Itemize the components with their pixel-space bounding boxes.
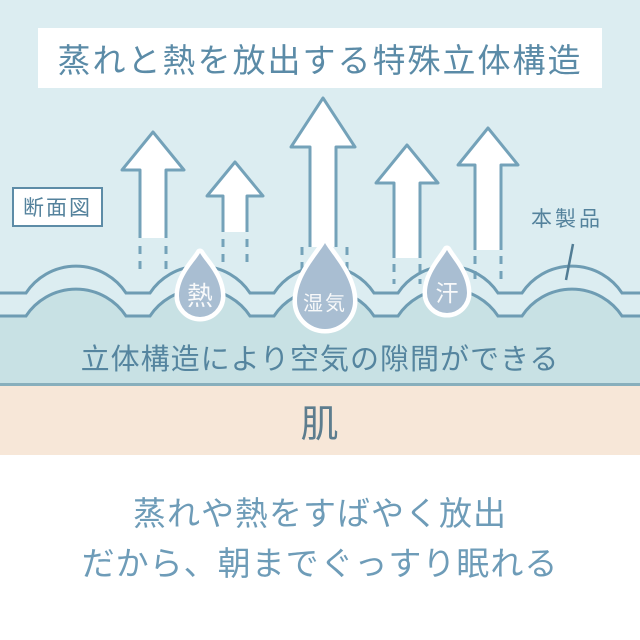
steam-arrow — [289, 96, 357, 270]
skin-band: 肌 — [0, 386, 640, 455]
sweat-droplet-label: 汗 — [436, 281, 459, 306]
steam-arrows — [120, 96, 520, 284]
skin-label: 肌 — [300, 404, 340, 446]
air-layer-fill — [0, 289, 640, 385]
bottom-caption: 蒸れや熱をすばやく放出 だから、朝までぐっすり眠れる — [0, 490, 640, 590]
moisture-droplet: 湿気 — [292, 238, 358, 334]
cross-section-diagram: 熱 湿気 汗 — [0, 96, 640, 385]
air-gap-text: 立体構造により空気の隙間ができる — [80, 344, 560, 376]
title-box: 蒸れと熱を放出する特殊立体構造 — [38, 28, 602, 88]
caption-line-2: だから、朝までぐっすり眠れる — [81, 547, 559, 583]
moisture-droplet-label: 湿気 — [303, 292, 347, 315]
sweat-droplet: 汗 — [422, 245, 472, 318]
caption-line-1: 蒸れや熱をすばやく放出 — [133, 497, 507, 533]
page-title: 蒸れと熱を放出する特殊立体構造 — [57, 44, 583, 80]
droplets: 熱 湿気 汗 — [174, 238, 472, 334]
heat-droplet: 熱 — [174, 248, 226, 322]
steam-arrow — [456, 126, 520, 284]
fabric-wave — [0, 264, 640, 385]
skin-divider-line — [0, 383, 640, 386]
cross-section-label: 断面図 — [23, 196, 92, 220]
steam-arrow — [120, 130, 186, 274]
heat-droplet-label: 熱 — [187, 282, 213, 311]
product-pointer-line — [564, 243, 575, 281]
steam-arrow — [205, 160, 265, 268]
cross-section-label-box: 断面図 — [12, 187, 103, 227]
steam-arrow — [374, 143, 440, 284]
product-label: 本製品 — [531, 207, 603, 231]
